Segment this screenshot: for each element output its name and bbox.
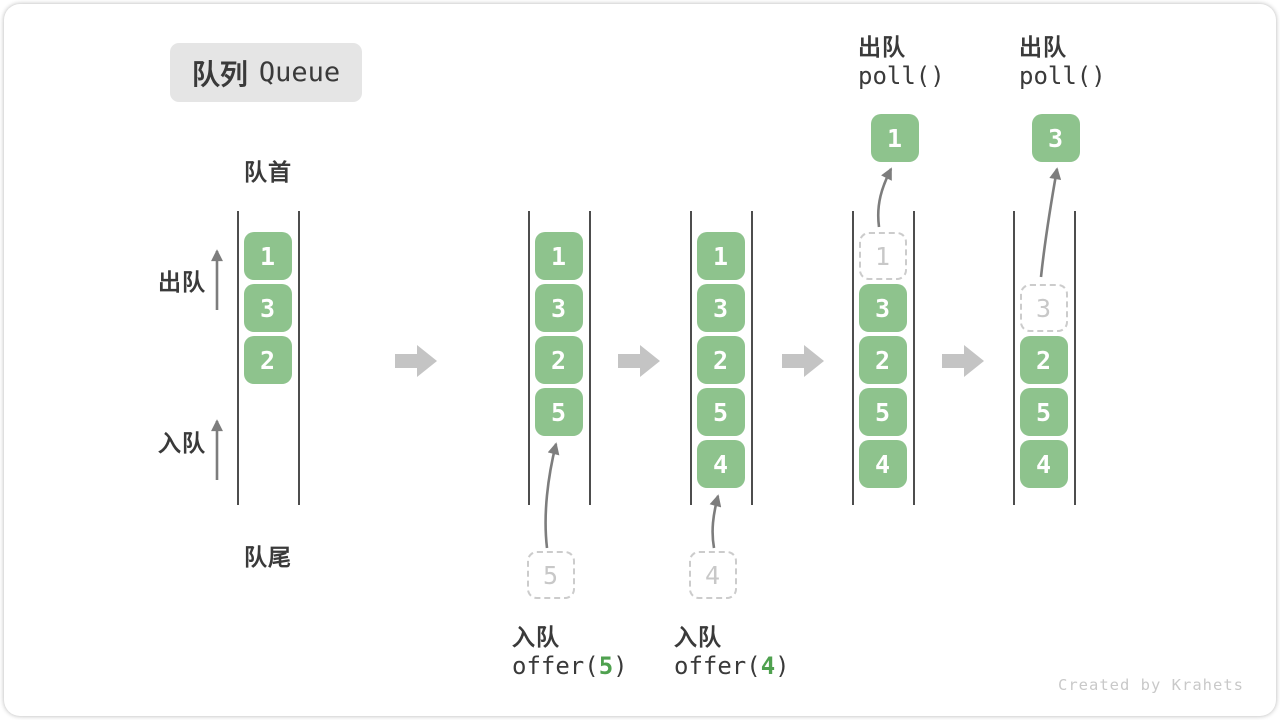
queue-item: 1 — [243, 232, 292, 280]
enqueue-item-placeholder: 5 — [526, 551, 575, 599]
queue-item: 2 — [858, 336, 907, 384]
queue-item: 4 — [696, 440, 745, 488]
dequeue-side-label: 出队 — [158, 269, 206, 295]
queue-item: 2 — [1019, 336, 1068, 384]
dequeue-op-code: poll() — [858, 62, 945, 90]
dequeued-item: 3 — [1031, 114, 1080, 162]
queue-item: 5 — [1019, 388, 1068, 436]
code-part: 5 — [598, 652, 614, 680]
queue-item: 5 — [858, 388, 907, 436]
dequeued-item-slot: 3 — [1019, 284, 1068, 332]
title-badge: 队列 Queue — [170, 43, 362, 102]
queue-item: 5 — [696, 388, 745, 436]
enqueue-path-arrow-offer-5 — [544, 442, 560, 549]
code-part: ) — [775, 652, 790, 680]
queue-container-line — [589, 211, 591, 505]
transition-arrow — [782, 345, 824, 377]
queue-item: 3 — [696, 284, 745, 332]
transition-arrow — [942, 345, 984, 377]
dequeue-path-arrow-poll-1 — [876, 167, 893, 228]
queue-item: 3 — [534, 284, 583, 332]
transition-arrow — [395, 345, 437, 377]
enqueue-op-label: 入队 — [512, 624, 560, 650]
queue-container-line — [751, 211, 753, 505]
queue-container-line — [528, 211, 530, 505]
code-part: ) — [613, 652, 628, 680]
enqueue-op-code: offer(5) — [512, 652, 628, 680]
queue-item: 2 — [696, 336, 745, 384]
watermark: Created by Krahets — [1058, 676, 1244, 694]
queue-container-line — [237, 211, 239, 505]
enqueue-op-code: offer(4) — [674, 652, 790, 680]
queue-rear-label: 队尾 — [244, 544, 292, 570]
queue-item: 4 — [1019, 440, 1068, 488]
title-zh: 队列 — [191, 58, 248, 90]
enqueue-path-arrow-offer-4 — [709, 494, 722, 549]
code-part: offer( — [674, 652, 761, 680]
queue-item: 3 — [858, 284, 907, 332]
queue-item: 2 — [534, 336, 583, 384]
dequeue-path-arrow-poll-3 — [1039, 167, 1062, 278]
enqueue-side-label: 入队 — [158, 430, 206, 456]
dequeue-op-code: poll() — [1019, 62, 1106, 90]
transition-arrow — [618, 345, 660, 377]
code-part: offer( — [512, 652, 599, 680]
enqueue-op-label: 入队 — [674, 624, 722, 650]
queue-item: 2 — [243, 336, 292, 384]
arrows-layer — [211, 167, 1062, 549]
dequeued-item-slot: 1 — [858, 232, 907, 280]
queue-item: 1 — [534, 232, 583, 280]
queue-container-line — [690, 211, 692, 505]
queue-item: 4 — [858, 440, 907, 488]
dequeue-op-label: 出队 — [858, 34, 906, 60]
code-part: 4 — [760, 652, 776, 680]
queue-front-label: 队首 — [244, 159, 292, 185]
queue-container-line — [1013, 211, 1015, 505]
enqueue-item-placeholder: 4 — [688, 551, 737, 599]
dequeued-item: 1 — [870, 114, 919, 162]
dequeue-op-label: 出队 — [1019, 34, 1067, 60]
queue-container-line — [1074, 211, 1076, 505]
queue-item: 1 — [696, 232, 745, 280]
queue-container-line — [852, 211, 854, 505]
queue-container-line — [298, 211, 300, 505]
queue-item: 3 — [243, 284, 292, 332]
queue-item: 5 — [534, 388, 583, 436]
queue-container-line — [913, 211, 915, 505]
title-en: Queue — [258, 57, 341, 88]
